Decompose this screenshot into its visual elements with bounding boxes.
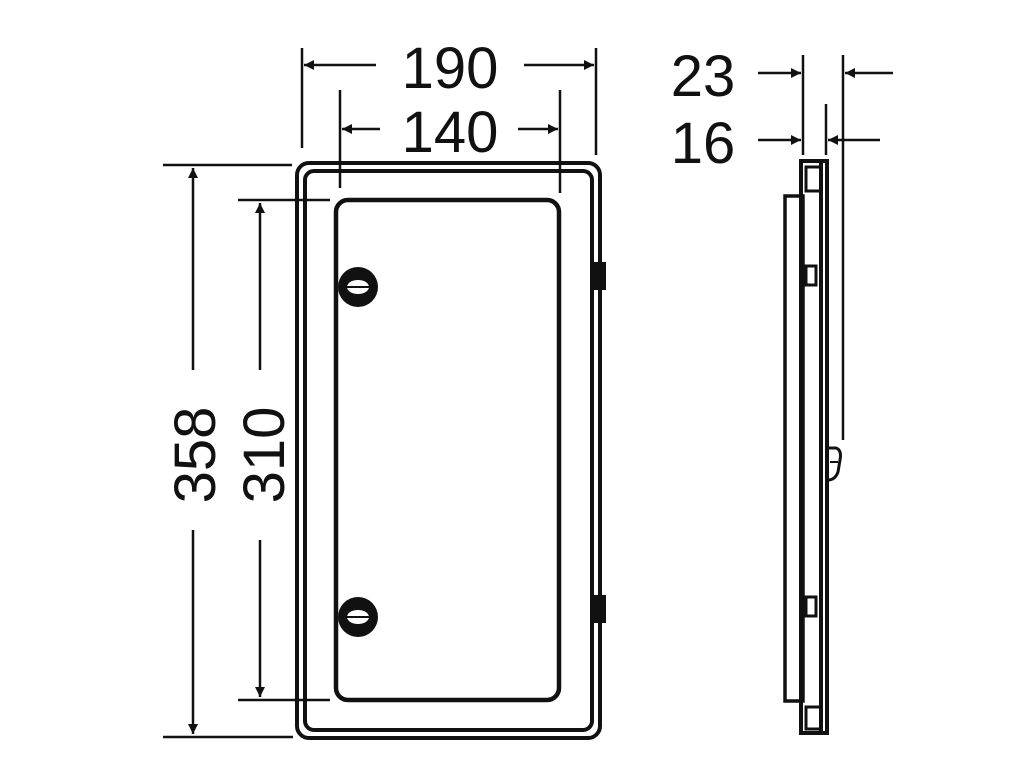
latch-top-icon bbox=[592, 262, 606, 290]
dimension-inner-width: 140 bbox=[338, 90, 562, 193]
outer-frame bbox=[295, 161, 602, 740]
frame-profile bbox=[799, 159, 829, 735]
door-plate bbox=[783, 194, 805, 703]
latch-knob-icon bbox=[827, 446, 842, 482]
frame-bottom-cap bbox=[804, 705, 823, 731]
inner-window bbox=[333, 197, 562, 703]
dimension-label-358: 358 bbox=[163, 407, 228, 504]
front-view: 190 140 358 310 bbox=[163, 36, 606, 740]
frame-top-cap bbox=[804, 165, 823, 193]
dimension-outer-depth: 23 bbox=[671, 44, 893, 440]
dimension-outer-width: 190 bbox=[300, 36, 598, 155]
dimension-inner-height: 310 bbox=[232, 198, 330, 702]
dimension-label-16: 16 bbox=[671, 111, 736, 176]
dimension-label-310: 310 bbox=[232, 407, 297, 504]
hinge-top-icon bbox=[338, 267, 378, 307]
clip-top-icon bbox=[804, 264, 818, 287]
outer-frame-inner-line bbox=[303, 169, 594, 732]
latch-bottom-icon bbox=[592, 595, 606, 623]
hinge-bottom-icon bbox=[338, 597, 378, 637]
clip-bottom-icon bbox=[804, 595, 818, 618]
dimension-label-23: 23 bbox=[671, 44, 736, 109]
dimension-label-190: 190 bbox=[402, 36, 499, 101]
dimension-label-140: 140 bbox=[402, 100, 499, 165]
side-view: 23 16 bbox=[671, 44, 893, 735]
dimension-outer-height: 358 bbox=[163, 163, 293, 739]
dimension-inner-depth: 16 bbox=[671, 104, 880, 176]
